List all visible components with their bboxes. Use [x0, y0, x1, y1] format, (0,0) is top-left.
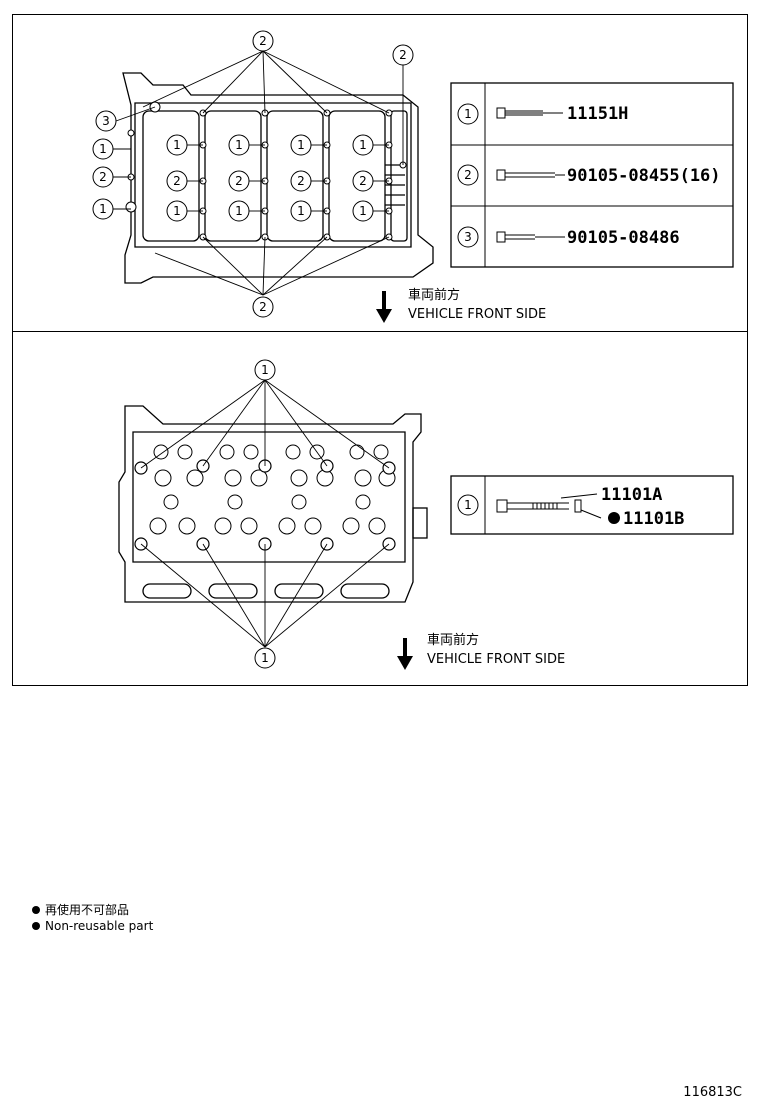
- callout-2: 2: [259, 34, 267, 48]
- callout-3: 3: [102, 114, 110, 128]
- bolt-holes: [125, 101, 407, 241]
- callout-2: 2: [99, 170, 107, 184]
- washer-icon: [574, 499, 602, 519]
- callout-1: 1: [173, 204, 181, 218]
- legend-text-en: Non-reusable part: [45, 919, 154, 933]
- legend-non-reusable-en: Non-reusable part: [32, 918, 153, 934]
- callout-2: 2: [359, 174, 367, 188]
- cylinder-head-panel: 1 1 車両前方 VEHICLE FRONT SIDE 1 11101A 111…: [12, 331, 748, 686]
- part-number-11101a: 11101A: [601, 485, 662, 505]
- figure-id: 116813C: [683, 1085, 742, 1100]
- valve-ports: [149, 444, 396, 535]
- non-reusable-marker-icon: [32, 922, 40, 930]
- callout-1: 1: [261, 363, 269, 377]
- callout-1: 1: [99, 202, 107, 216]
- camshaft-housing-diagram: 2 2 2 3 1 2 1 1 1 1 1 2 2 2 2 1 1 1 1 車両…: [92, 30, 734, 323]
- callout-1: 1: [235, 138, 243, 152]
- leader-lines: [113, 50, 404, 296]
- callout-2: 2: [399, 48, 407, 62]
- table-ref-2: 2: [464, 168, 472, 182]
- callout-1: 1: [99, 142, 107, 156]
- camshaft-housing-outline: [122, 72, 434, 284]
- table-ref-1: 1: [464, 107, 472, 121]
- cylinder-head-diagram: 1 1 車両前方 VEHICLE FRONT SIDE 1 11101A 111…: [118, 359, 734, 670]
- non-reusable-marker-icon: [32, 906, 40, 914]
- part-number-11151h: 11151H: [567, 104, 628, 124]
- callout-2: 2: [173, 174, 181, 188]
- head-bolt-holes: [134, 459, 396, 551]
- callout-1: 1: [359, 138, 367, 152]
- callout-1: 1: [261, 651, 269, 665]
- camshaft-housing-panel: 2 2 2 3 1 2 1 1 1 1 1 2 2 2 2 1 1 1 1 車両…: [12, 14, 748, 332]
- front-direction-arrow-icon: [376, 291, 392, 323]
- table-ref-3: 3: [464, 230, 472, 244]
- cylinder-head-outline: [118, 405, 428, 603]
- part-number-90105-08486: 90105-08486: [567, 228, 680, 248]
- callout-2: 2: [235, 174, 243, 188]
- callout-1: 1: [235, 204, 243, 218]
- callout-markers: [254, 359, 276, 669]
- bolt-icon: [496, 107, 565, 243]
- legend-text-jp: 再使用不可部品: [45, 903, 130, 917]
- part-number-90105-08455: 90105-08455(16): [567, 166, 721, 186]
- callout-1: 1: [359, 204, 367, 218]
- front-direction-arrow-icon: [397, 638, 413, 670]
- direction-label-en: VEHICLE FRONT SIDE: [427, 652, 565, 667]
- leader-lines: [140, 379, 390, 648]
- part-number-11101b: 11101B: [623, 509, 684, 529]
- callout-1: 1: [297, 204, 305, 218]
- callout-2: 2: [259, 300, 267, 314]
- table-ref-1: 1: [464, 498, 472, 512]
- legend-non-reusable-jp: 再使用不可部品: [32, 902, 129, 918]
- callout-2: 2: [297, 174, 305, 188]
- callout-markers: [92, 30, 414, 318]
- parts-table: 1 11101A 11101B: [450, 475, 734, 535]
- direction-label-jp: 車両前方: [408, 287, 460, 303]
- head-bolt-icon: [496, 493, 598, 513]
- callout-1: 1: [297, 138, 305, 152]
- non-reusable-marker-icon: [608, 512, 620, 524]
- direction-label-en: VEHICLE FRONT SIDE: [408, 307, 546, 322]
- callout-1: 1: [173, 138, 181, 152]
- parts-table: 1 2 3 11151H 90105-08455(16) 90105-08486: [450, 82, 734, 268]
- direction-label-jp: 車両前方: [427, 632, 479, 648]
